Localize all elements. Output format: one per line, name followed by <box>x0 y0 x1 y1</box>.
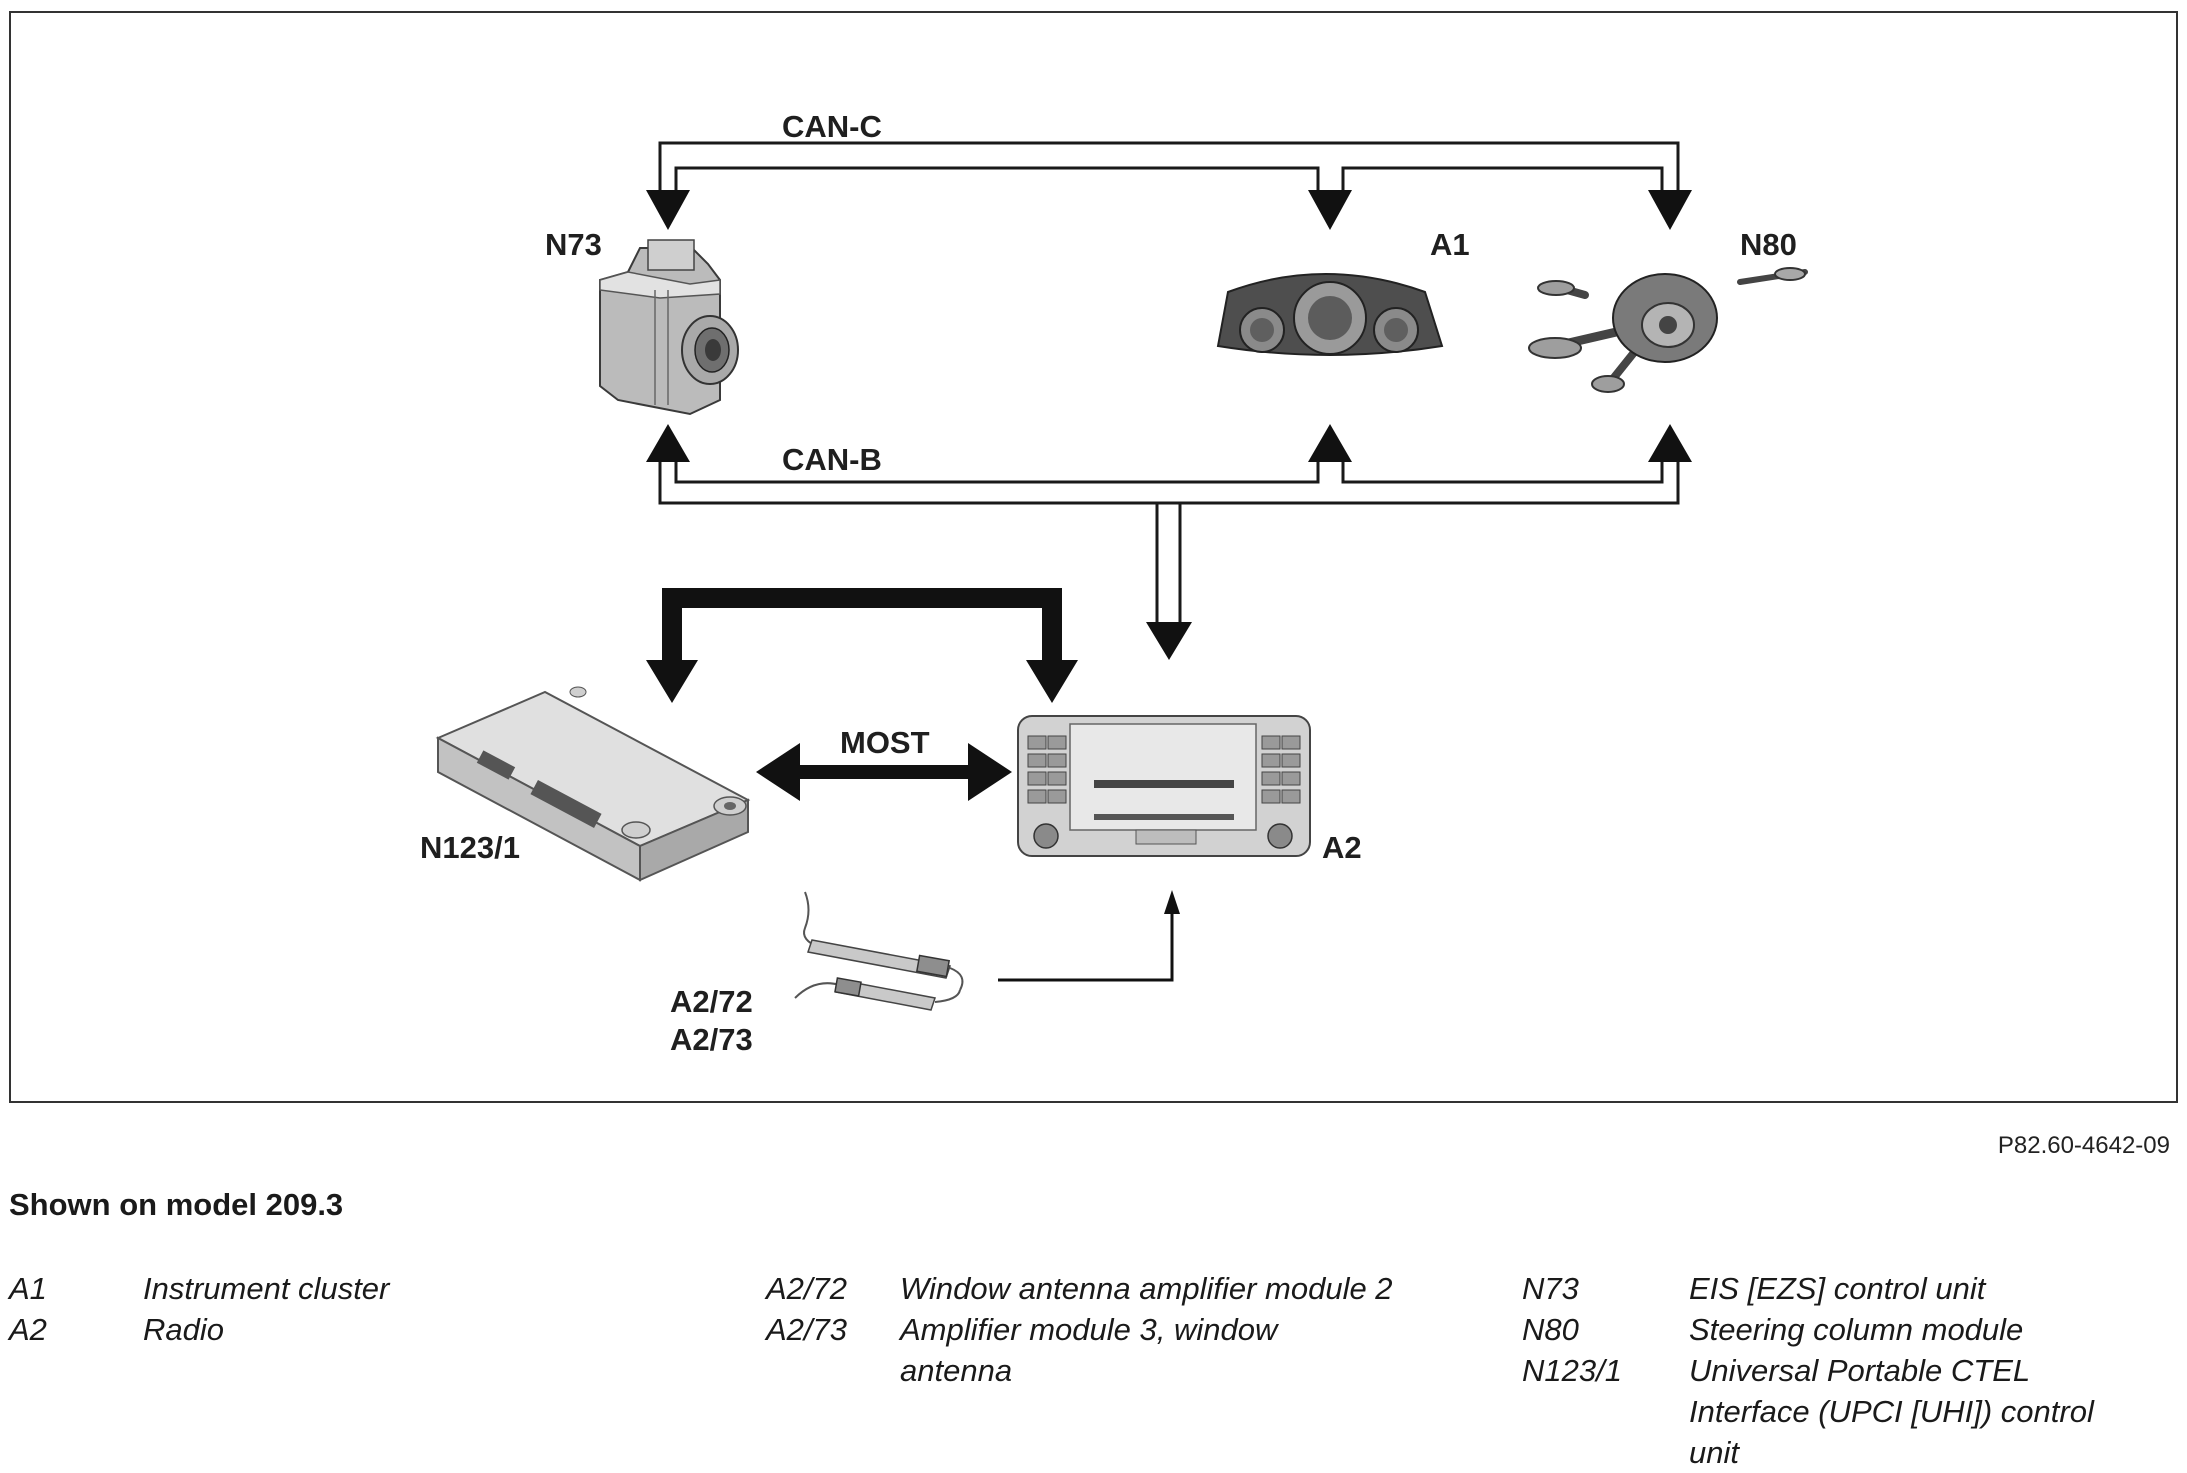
n73-eis-control-unit <box>599 239 739 416</box>
legend-code: N73 <box>1522 1271 1579 1306</box>
thick-link <box>646 588 1078 703</box>
legend-item: A2 Radio <box>9 1309 729 1350</box>
can-b-bus <box>658 458 1680 622</box>
diagram-frame <box>9 11 2178 1103</box>
antenna-link <box>998 890 1180 982</box>
legend-column-1: A1 Instrument cluster A2 Radio <box>9 1268 729 1350</box>
legend-item: A2/72 Window antenna amplifier module 2 <box>766 1268 1466 1309</box>
legend-desc: Instrument cluster <box>143 1271 390 1306</box>
legend-desc: Radio <box>143 1312 224 1347</box>
n123-1-label: N123/1 <box>420 830 520 865</box>
legend-item: A2/73 Amplifier module 3, window antenna <box>766 1309 1466 1391</box>
legend-desc: Window antenna amplifier module 2 <box>900 1271 1393 1306</box>
figure-id: P82.60-4642-09 <box>1997 1132 2170 1159</box>
a2-72-label: A2/72 <box>670 984 753 1019</box>
a2-label: A2 <box>1322 830 1362 865</box>
most-label: MOST <box>840 725 930 760</box>
legend-column-3: N73 EIS [EZS] control unit N80 Steering … <box>1522 1268 2172 1473</box>
caption: Shown on model 209.3 <box>9 1187 344 1222</box>
n123-1-upci-control-unit <box>435 686 751 882</box>
n80-label: N80 <box>1740 227 1797 262</box>
legend-desc: Amplifier module 3, window antenna <box>900 1312 1278 1388</box>
legend-code: N80 <box>1522 1312 1579 1347</box>
legend-desc: Universal Portable CTEL Interface (UPCI … <box>1689 1353 2094 1470</box>
a1-label: A1 <box>1430 227 1470 262</box>
legend-desc: EIS [EZS] control unit <box>1689 1271 1986 1306</box>
a2-72-a2-73-antenna-modules <box>794 891 964 1011</box>
legend-code: N123/1 <box>1522 1353 1622 1388</box>
legend-item: N80 Steering column module <box>1522 1309 2172 1350</box>
legend-item: A1 Instrument cluster <box>9 1268 729 1309</box>
a2-radio <box>1017 715 1311 857</box>
a1-instrument-cluster <box>1216 273 1444 356</box>
can-b-arrowheads <box>646 424 1692 660</box>
can-c-label: CAN-C <box>782 109 882 144</box>
most-link <box>756 743 1012 801</box>
legend-code: A1 <box>9 1271 47 1306</box>
n80-steering-column-module <box>1528 267 1808 393</box>
n73-label: N73 <box>545 227 602 262</box>
legend-item: N73 EIS [EZS] control unit <box>1522 1268 2172 1309</box>
legend-item: N123/1 Universal Portable CTEL Interface… <box>1522 1350 2172 1473</box>
legend-code: A2/73 <box>766 1312 848 1347</box>
legend-column-2: A2/72 Window antenna amplifier module 2 … <box>766 1268 1466 1391</box>
legend-code: A2/72 <box>766 1271 848 1306</box>
a2-73-label: A2/73 <box>670 1022 753 1057</box>
can-c-arrowheads <box>646 190 1692 230</box>
legend-code: A2 <box>9 1312 47 1347</box>
legend-desc: Steering column module <box>1689 1312 2024 1347</box>
can-c-bus <box>658 141 1680 190</box>
can-b-label: CAN-B <box>782 442 882 477</box>
network-diagram: CAN-C CAN-B MOST <box>9 11 2178 1103</box>
